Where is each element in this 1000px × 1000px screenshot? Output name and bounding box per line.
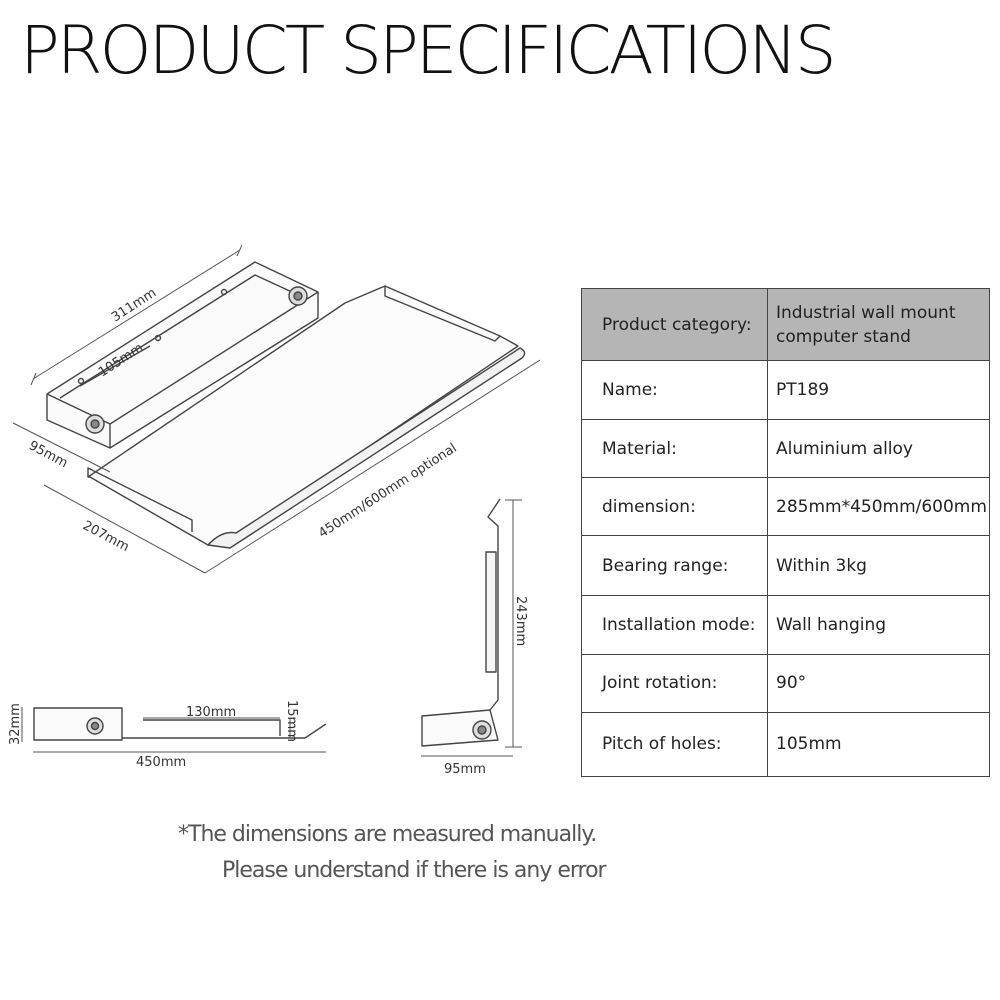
knob-icon (85, 286, 308, 434)
spec-label: Installation mode: (581, 594, 768, 655)
spec-table: Product category: Industrial wall mount … (581, 287, 990, 778)
spec-row: Installation mode: Wall hanging (581, 594, 990, 655)
spec-label: dimension: (581, 477, 768, 537)
spec-row: Pitch of holes: 105mm (581, 711, 990, 778)
spec-label: Product category: (581, 287, 768, 362)
disclaimer-line-2: Please understand if there is any error (222, 858, 607, 883)
spec-label: Joint rotation: (581, 653, 768, 713)
spec-label: Name: (581, 360, 768, 421)
spec-row: Joint rotation: 90° (581, 653, 990, 713)
dim-side-length: 450mm (136, 755, 186, 770)
dim-folded-depth: 95mm (444, 762, 486, 777)
disclaimer-line-1: *The dimensions are measured manually. (178, 822, 597, 847)
spec-row: Material: Aluminium alloy (581, 419, 990, 479)
spec-value: Industrial wall mount computer stand (767, 287, 990, 362)
spec-value: 105mm (767, 711, 990, 778)
dim-side-lip: 15mm (284, 700, 299, 742)
dim-side-height: 32mm (8, 703, 23, 745)
spec-value: PT189 (767, 360, 990, 421)
dim-folded-height: 243mm (513, 596, 528, 646)
spec-row: Bearing range: Within 3kg (581, 535, 990, 596)
spec-label: Bearing range: (581, 535, 768, 596)
folded-view (421, 498, 501, 747)
spec-row: Name: PT189 (581, 360, 990, 421)
spec-value: 90° (767, 653, 990, 713)
spec-label: Material: (581, 419, 768, 479)
dim-side-slot: 130mm (186, 705, 236, 720)
page-title: PRODUCT SPECIFICATIONS (20, 12, 837, 89)
dim-tray-width: 207mm (80, 518, 131, 555)
spec-value: 285mm*450mm/600mm (767, 477, 990, 537)
spec-row: Product category: Industrial wall mount … (581, 287, 990, 362)
spec-row: dimension: 285mm*450mm/600mm (581, 477, 990, 537)
mount-bracket (46, 261, 319, 449)
dim-depth: 95mm (26, 438, 70, 471)
spec-value: Wall hanging (767, 594, 990, 655)
spec-value: Within 3kg (767, 535, 990, 596)
spec-value: Aluminium alloy (767, 419, 990, 479)
side-view (33, 707, 327, 741)
keyboard-tray (87, 285, 526, 549)
spec-label: Pitch of holes: (581, 711, 768, 778)
